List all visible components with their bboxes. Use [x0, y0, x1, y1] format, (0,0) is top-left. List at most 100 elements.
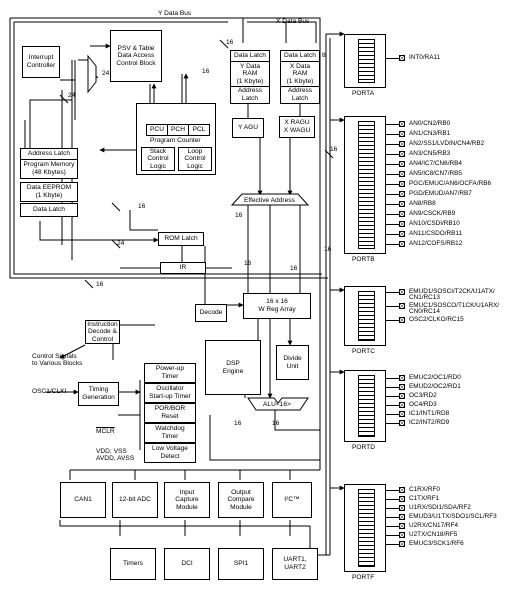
pin-label: AN0/CN2/RB0 — [409, 120, 451, 127]
pin-wire — [386, 499, 400, 500]
pin-label: AN12/COFS/RB12 — [409, 240, 463, 247]
pin-label: AN11/CSDO/RB11 — [409, 230, 463, 237]
pin-label: INT0/RA11 — [409, 54, 441, 61]
mclr-label: MCLR — [96, 428, 115, 435]
pin-pad-icon — [399, 411, 405, 417]
pin-label: U1RX/SDI1/SDA/RF2 — [409, 504, 471, 511]
pin-wire — [386, 508, 400, 509]
port-block-portd — [344, 370, 386, 442]
pcu-register: PCU — [146, 124, 168, 136]
pin-label: PGC/EMUC/AN6/OCFA/RB6 — [409, 180, 492, 187]
pin-wire — [386, 517, 400, 518]
adc-12bit-module: 12-bit ADC — [112, 482, 158, 518]
bus-width-16: 16 — [96, 281, 104, 288]
oscillator-startup-timer: Oscillator Start-up Timer — [144, 383, 196, 403]
pin-label: EMUC2/OC1/RD0 — [409, 374, 461, 381]
pin-pad-icon — [399, 231, 405, 237]
pin-label: IC1/INT1/RD8 — [409, 410, 450, 417]
dsp-engine: DSP Engine — [205, 340, 261, 395]
pin-label: EMUD2/OC2/RD1 — [409, 383, 461, 390]
pin-pad-icon — [399, 201, 405, 207]
pch-register: PCH — [167, 124, 189, 136]
pin-label: U2TX/CN18/RF5 — [409, 531, 458, 538]
bus-width-16: 16 — [226, 39, 234, 46]
pin-wire — [386, 387, 400, 388]
port-latch — [358, 39, 375, 83]
control-signals-label: Control Signals to Various Blocks — [32, 353, 83, 368]
pin-pad-icon — [399, 420, 405, 426]
bus-width-24: 24 — [68, 92, 76, 99]
pin-wire — [386, 224, 400, 225]
pin-pad-icon — [399, 55, 405, 61]
pin-pad-icon — [399, 181, 405, 187]
x-ragu-wagu: X RAGU X WAGU — [279, 116, 315, 138]
por-bor-reset: POR/BOR Reset — [144, 403, 196, 423]
can1-module: CAN1 — [60, 482, 106, 518]
port-latch — [358, 121, 375, 249]
effective-address-label: Effective Address — [244, 197, 295, 204]
spi1-module: SPI1 — [218, 548, 264, 580]
pin-pad-icon — [399, 375, 405, 381]
pin-label: IC2/INT2/RD9 — [409, 419, 450, 426]
output-compare-module: Output Compare Module — [218, 482, 264, 518]
pin-wire — [386, 544, 400, 545]
pin-pad-icon — [399, 141, 405, 147]
pin-wire — [386, 405, 400, 406]
bus-width-16: 16 — [235, 212, 243, 219]
bus-width-16: 16 — [244, 260, 252, 267]
pin-pad-icon — [399, 384, 405, 390]
bus-width-16: 16 — [138, 203, 146, 210]
uart-module: UART1, UART2 — [272, 548, 318, 580]
rom-latch: ROM Latch — [158, 232, 204, 246]
pin-pad-icon — [399, 541, 405, 547]
stack-control-logic: Stack Control Logic — [141, 147, 175, 171]
pin-wire — [386, 184, 400, 185]
y-agu: Y AGU — [232, 118, 264, 138]
pin-pad-icon — [399, 393, 405, 399]
pin-wire — [386, 320, 400, 321]
pin-label: PGD/EMUD/AN7/RB7 — [409, 190, 472, 197]
pin-pad-icon — [399, 131, 405, 137]
pin-label: AN1/CN3/RB1 — [409, 130, 451, 137]
port-block-portc — [344, 286, 386, 346]
instruction-decode-control: Instruction Decode & Control — [85, 320, 120, 344]
pin-label: OSC2/CLKO/RC15 — [409, 316, 464, 323]
pin-wire — [386, 292, 400, 293]
loop-control-logic: Loop Control Logic — [178, 147, 212, 171]
pin-wire — [386, 124, 400, 125]
pin-label: AN9/CSCK/RB9 — [409, 210, 456, 217]
pin-wire — [386, 58, 400, 59]
pin-wire — [386, 154, 400, 155]
pin-pad-icon — [399, 221, 405, 227]
pin-wire — [386, 204, 400, 205]
port-name: PORTF — [352, 574, 375, 581]
pin-wire — [386, 526, 400, 527]
port-latch — [358, 489, 375, 567]
divide-unit: Divide Unit — [276, 345, 309, 380]
pin-label: AN3/CN5/RB3 — [409, 150, 451, 157]
data-eeprom: Data EEPROM (1 Kbyte) — [20, 182, 78, 202]
pin-wire — [386, 378, 400, 379]
pin-wire — [386, 194, 400, 195]
pin-wire — [386, 423, 400, 424]
bus-width-24: 24 — [102, 70, 110, 77]
pin-pad-icon — [399, 496, 405, 502]
pin-wire — [386, 244, 400, 245]
pin-label: OC3/RD2 — [409, 392, 437, 399]
program-counter-label: Program Counter — [150, 137, 201, 144]
pin-wire — [386, 306, 400, 307]
watchdog-timer: Watchdog Timer — [144, 423, 196, 443]
i2c-module: I²C™ — [272, 482, 312, 518]
bus-width-8: 8 — [322, 52, 326, 59]
y-data-bus-label: Y Data Bus — [158, 10, 192, 17]
y-address-latch: Address Latch — [230, 86, 270, 104]
pin-wire — [386, 144, 400, 145]
bus-width-16: 16 — [330, 146, 338, 153]
pin-label: EMUD1/SOSCI/T2CK/U1ATX/ CN1/RC13 — [409, 288, 495, 302]
pin-wire — [386, 234, 400, 235]
low-voltage-detect: Low Voltage Detect — [144, 443, 196, 463]
port-latch — [358, 291, 375, 341]
port-name: PORTB — [352, 256, 375, 263]
pin-pad-icon — [399, 211, 405, 217]
